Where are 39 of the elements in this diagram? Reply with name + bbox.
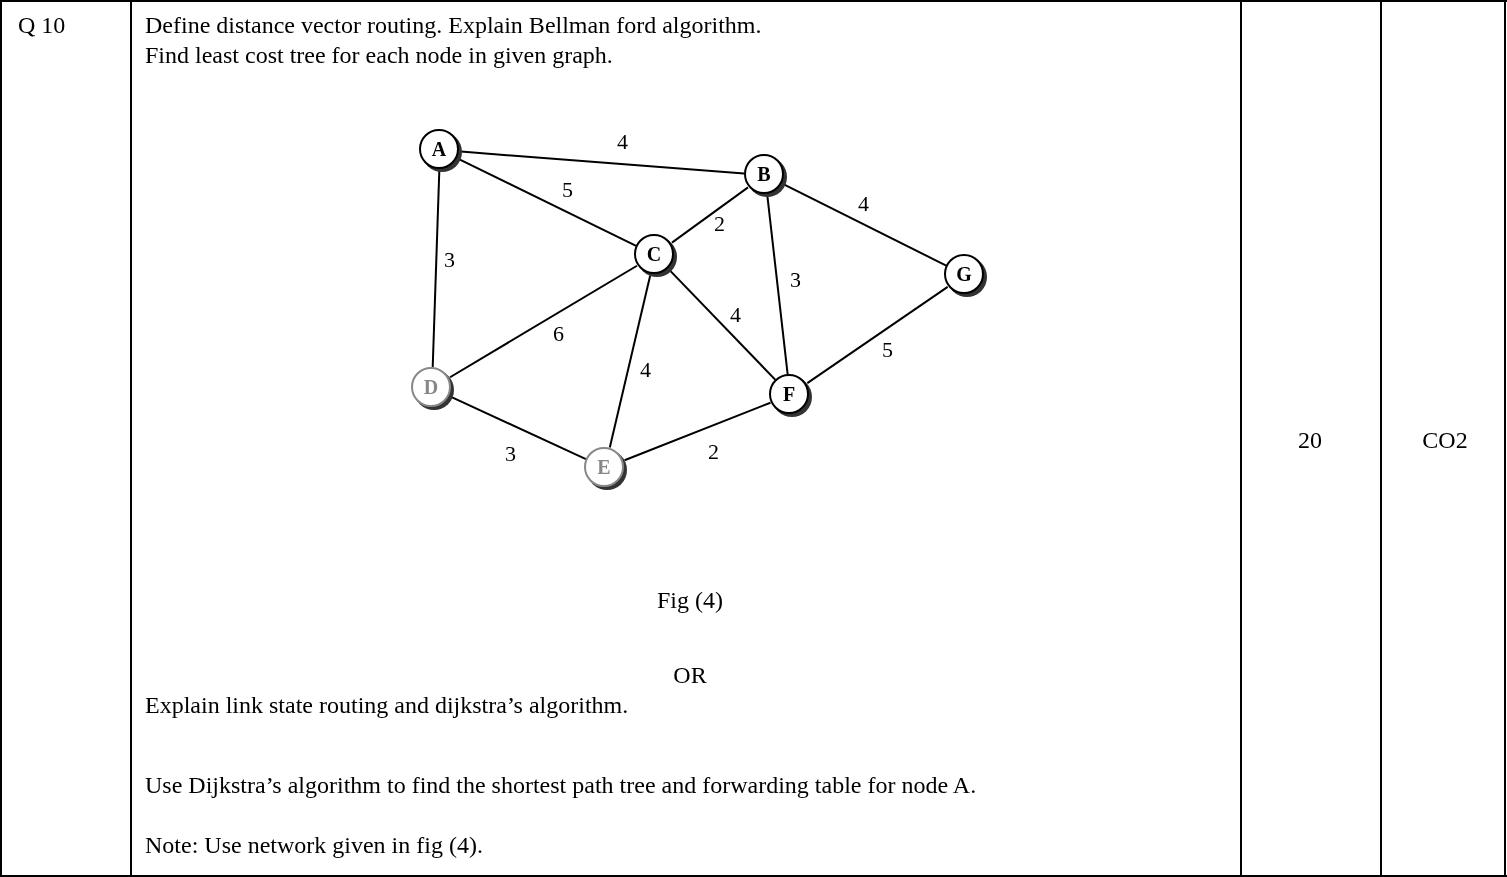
edge-weight: 3: [505, 442, 516, 466]
figure-caption: Fig (4): [656, 586, 724, 615]
graph-edge: [671, 186, 749, 244]
graph-node: D: [411, 367, 451, 407]
edge-weight: 5: [562, 178, 573, 202]
course-outcome: CO2: [1421, 426, 1469, 455]
edge-weight: 3: [444, 248, 455, 272]
edge-weight: 2: [708, 440, 719, 464]
edge-weight: 3: [790, 268, 801, 292]
edge-weight: 4: [640, 358, 651, 382]
edge-weight: 2: [714, 212, 725, 236]
graph-edge: [623, 401, 772, 462]
edge-weight: 4: [730, 303, 741, 327]
edge-weight: 4: [858, 192, 869, 216]
question-text: Explain link state routing and dijkstra’s algorithm.: [145, 691, 630, 720]
graph-edge: [450, 395, 587, 461]
question-number: Q 10: [18, 11, 67, 40]
graph-node: E: [584, 447, 624, 487]
note-text: Note: Use network given in fig (4).: [145, 831, 484, 860]
question-text: Use Dijkstra’s algorithm to find the shortest path tree and forwarding table for node A.: [145, 771, 978, 800]
edge-weight: 6: [553, 322, 564, 346]
graph-edge: [806, 285, 949, 385]
graph-edge: [431, 170, 441, 368]
graph-edge: [668, 269, 777, 381]
graph-edge: [766, 194, 789, 376]
graph-edge: [459, 150, 746, 175]
edge-weight: 4: [617, 130, 628, 154]
question-text: Define distance vector routing. Explain Bellman ford algorithm.: [145, 11, 763, 40]
graph-node: G: [944, 254, 984, 294]
graph-node: C: [634, 234, 674, 274]
graph-edge: [449, 264, 638, 379]
edge-weight: 5: [882, 338, 893, 362]
graph-node: F: [769, 374, 809, 414]
marks-value: 20: [1297, 426, 1323, 455]
separator-text: OR: [672, 661, 708, 690]
graph-node: A: [419, 129, 459, 169]
question-text: Find least cost tree for each node in given graph.: [145, 41, 614, 70]
graph-edge: [608, 274, 652, 449]
graph-node: B: [744, 154, 784, 194]
